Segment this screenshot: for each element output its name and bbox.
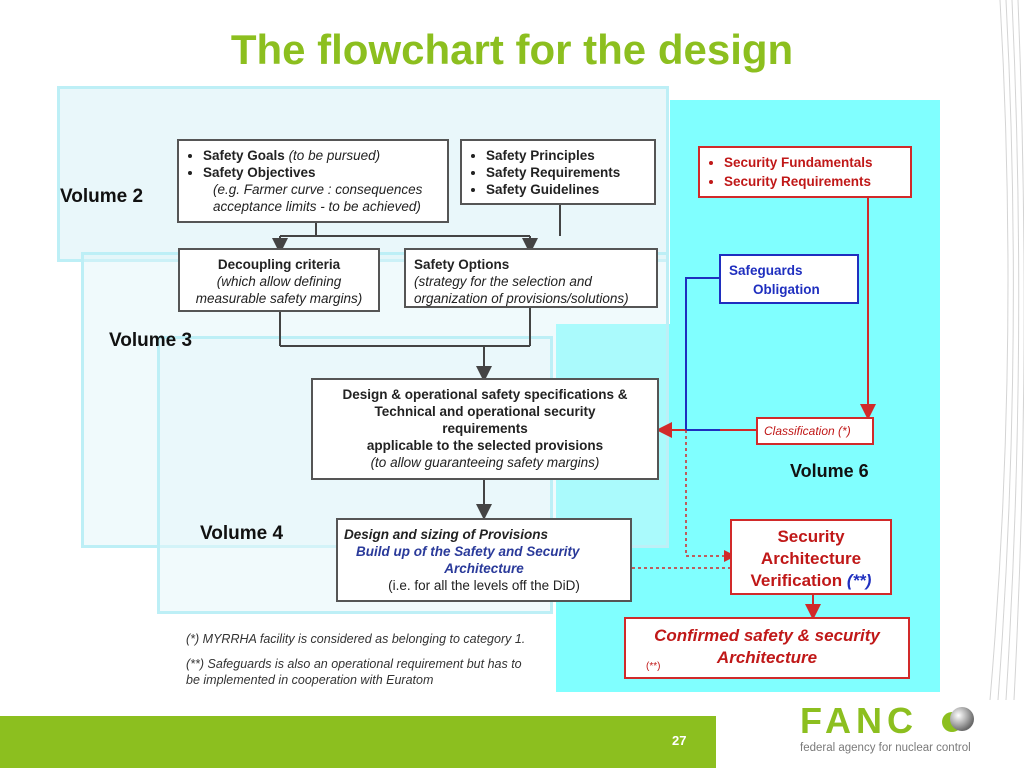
- fanc-logo-sphere-icon: [942, 707, 974, 732]
- footnote-2: (**) Safeguards is also an operational r…: [186, 657, 522, 687]
- safeguards-obligation-box: Safeguards Obligation: [719, 254, 859, 304]
- safety-principles-box: Safety Principles Safety Requirements Sa…: [460, 139, 656, 205]
- safety-objectives-note: (e.g. Farmer curve : consequences accept…: [213, 182, 423, 214]
- volume-4-label: Volume 4: [200, 523, 284, 544]
- safety-requirements-item: Safety Requirements: [486, 164, 648, 181]
- volume-6-label: Volume 6: [790, 461, 869, 481]
- volume-2-label: Volume 2: [60, 186, 144, 207]
- footnote-1: (*) MYRRHA facility is considered as bel…: [186, 632, 526, 646]
- fanc-logo-tagline: federal agency for nuclear control: [800, 742, 971, 754]
- safety-goals-item: Safety Goals (to be pursued): [203, 147, 441, 164]
- safety-goals-box: Safety Goals (to be pursued) Safety Obje…: [177, 139, 449, 223]
- volume-3-label: Volume 3: [109, 330, 193, 351]
- page-title: The flowchart for the design: [230, 26, 794, 73]
- footer-bar: [0, 716, 716, 768]
- fanc-logo-text: FANC: [800, 700, 918, 741]
- security-fundamentals-item: Security Fundamentals: [724, 153, 904, 172]
- confirmed-architecture-box: Confirmed safety & security Architecture: [624, 617, 910, 679]
- safety-objectives-item: Safety Objectives: [203, 164, 441, 181]
- classification-box: Classification (*): [756, 417, 874, 445]
- security-architecture-verification-box: Security Architecture Verification (**): [730, 519, 892, 595]
- page-number: 27: [672, 733, 687, 748]
- security-fundamentals-box: Security Fundamentals Security Requireme…: [698, 146, 912, 198]
- safety-principles-item: Safety Principles: [486, 147, 648, 164]
- safety-guidelines-item: Safety Guidelines: [486, 181, 648, 198]
- confirmed-architecture-note: (**): [646, 661, 661, 672]
- design-specifications-box: Design & operational safety specificatio…: [311, 378, 659, 480]
- security-requirements-item: Security Requirements: [724, 172, 904, 191]
- decoupling-criteria-box: Decoupling criteria (which allow definin…: [178, 248, 380, 312]
- design-sizing-box: Design and sizing of Provisions Build up…: [336, 518, 632, 602]
- safety-options-box: Safety Options (strategy for the selecti…: [404, 248, 658, 308]
